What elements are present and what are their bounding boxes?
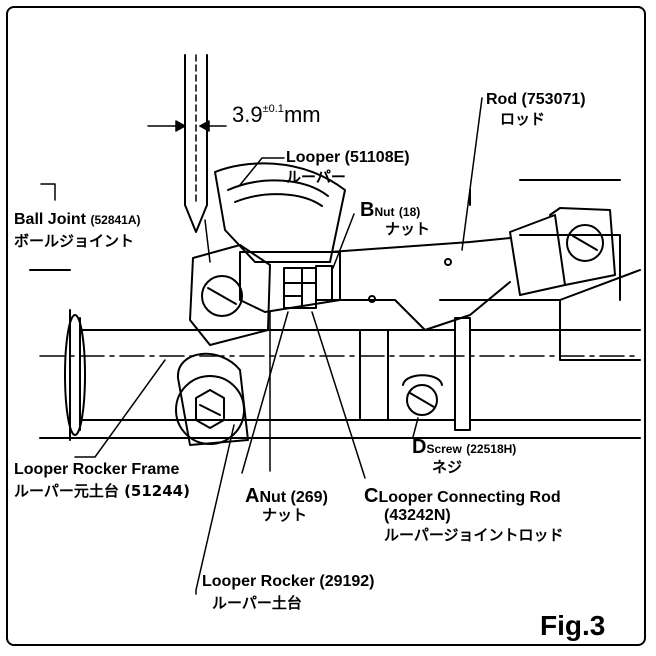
nut-b-label-jp: ナット [385,220,431,238]
nut-b-letter: B [360,199,375,221]
rod-label-jp: ロッド [500,110,546,128]
nut-a-letter: A [245,485,260,507]
screw-d-part [402,374,443,416]
nut-a-label: ANut (269) [245,486,328,506]
dimension-tolerance: ±0.1 [262,103,284,115]
rocker-shaft [29,269,641,441]
screw-d-part: (22518H) [466,442,517,456]
needle [184,54,208,233]
looper-blade [214,162,346,263]
rod-label: Rod (753071) [486,91,586,108]
dimension-label: 3.9±0.1mm [232,104,321,126]
figure-label: Fig.3 [540,610,606,641]
leader-lines [40,97,483,595]
looper-connecting-rod-label: CLooper Connecting Rod [364,486,561,506]
looper-rocker-part [175,352,249,446]
rod-part [329,237,511,331]
screw-d-label-jp: ネジ [432,458,463,476]
right-ball-joint [509,207,616,296]
screw-d-label: DScrew (22518H) [412,437,516,457]
dimension-unit: mm [283,102,321,127]
looper-label-jp: ルーパー [286,168,346,186]
looper-rocker-label-jp: ルーパー土台 [212,594,302,612]
figure-frame [6,6,646,646]
dimension-arrows [147,120,227,132]
nut-b-name: Nut [374,205,395,219]
looper-rocker-label: Looper Rocker (29192) [202,573,375,590]
ball-joint-name: Ball Joint [14,211,87,228]
nut-a-label-jp: ナット [262,506,308,524]
looper-connecting-rod-part: (43242N) [384,507,451,524]
ball-joint-part: (52841A) [90,213,141,227]
looper-label: Looper (51108E) [286,149,410,166]
ball-joint-label-jp: ボールジョイント [14,232,135,250]
looper-connecting-rod-name: Looper Connecting Rod [378,489,561,506]
looper-connecting-rod-label-jp: ルーパージョイントロッド [384,526,564,544]
looper-connecting-rod-letter: C [364,485,379,507]
nut-a-name: Nut (269) [259,489,328,506]
looper-rocker-frame-label: Looper Rocker Frame [14,461,180,478]
left-ball-joint [189,244,271,346]
nut-b-part: (18) [398,205,421,219]
housing-frame [439,179,641,421]
nut-b-label: BNut (18) [360,200,420,220]
screw-d-letter: D [412,436,427,458]
ball-joint-label: Ball Joint (52841A) [14,212,141,228]
looper-rocker-frame-label-jp: ルーパー元土台 (51244) [14,482,190,500]
looper-holder [239,251,341,313]
screw-d-name: Screw [426,442,462,456]
dimension-value: 3.9 [232,102,263,127]
